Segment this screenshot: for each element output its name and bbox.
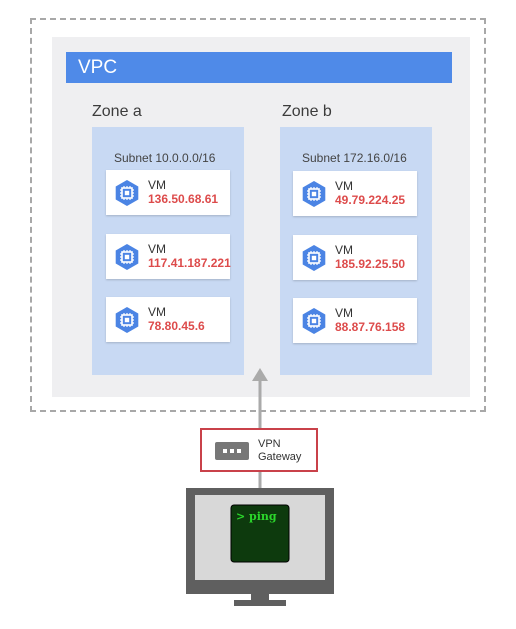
terminal-command: > ping (236, 510, 277, 523)
compute-engine-icon (302, 245, 326, 271)
monitor-base (234, 600, 286, 606)
vm-label: VM (148, 305, 166, 319)
vm-card[interactable]: VM 49.79.224.25 (293, 171, 417, 216)
vpc-label: VPC (78, 57, 118, 78)
vm-card[interactable]: VM 117.41.187.221 (106, 234, 231, 279)
vm-label: VM (148, 242, 166, 256)
vm-label: VM (148, 178, 166, 192)
terminal-window (230, 504, 290, 563)
arrow-head (252, 368, 268, 381)
vm-ip-address: 88.87.76.158 (335, 320, 406, 334)
vpn-gateway-label-line2: Gateway (258, 451, 302, 463)
vpn-gateway-label-line1: VPN (258, 438, 281, 450)
vm-ip-address: 117.41.187.221 (148, 256, 231, 270)
compute-engine-icon (302, 308, 326, 334)
network-boundary (30, 18, 486, 412)
monitor-neck (251, 594, 269, 600)
vm-ip-address: 185.92.25.50 (335, 257, 406, 271)
compute-engine-icon (115, 180, 139, 206)
vm-ip-address: 136.50.68.61 (148, 192, 219, 206)
vm-label: VM (335, 243, 353, 257)
vm-label: VM (335, 179, 353, 193)
vm-label: VM (335, 306, 353, 320)
zone-a-label: Zone a (92, 103, 142, 120)
vpn-gateway-label: VPN Gateway (258, 438, 301, 464)
vm-card[interactable]: VM 185.92.25.50 (293, 235, 417, 280)
compute-engine-icon (115, 307, 139, 333)
vm-card[interactable]: VM 78.80.45.6 (106, 297, 230, 342)
vm-card[interactable]: VM 88.87.76.158 (293, 298, 417, 343)
vm-card[interactable]: VM 136.50.68.61 (106, 170, 230, 215)
vm-ip-address: 78.80.45.6 (148, 319, 205, 333)
zone-b-label: Zone b (282, 103, 332, 120)
vpc-header-bar (66, 52, 452, 83)
subnet-b-label: Subnet 172.16.0/16 (302, 151, 407, 165)
vpn-gateway-icon (215, 442, 249, 460)
compute-engine-icon (115, 244, 139, 270)
compute-engine-icon (302, 181, 326, 207)
vm-ip-address: 49.79.224.25 (335, 193, 406, 207)
subnet-a-label: Subnet 10.0.0.0/16 (114, 151, 216, 165)
vpn-gateway[interactable]: VPN Gateway (200, 428, 318, 472)
